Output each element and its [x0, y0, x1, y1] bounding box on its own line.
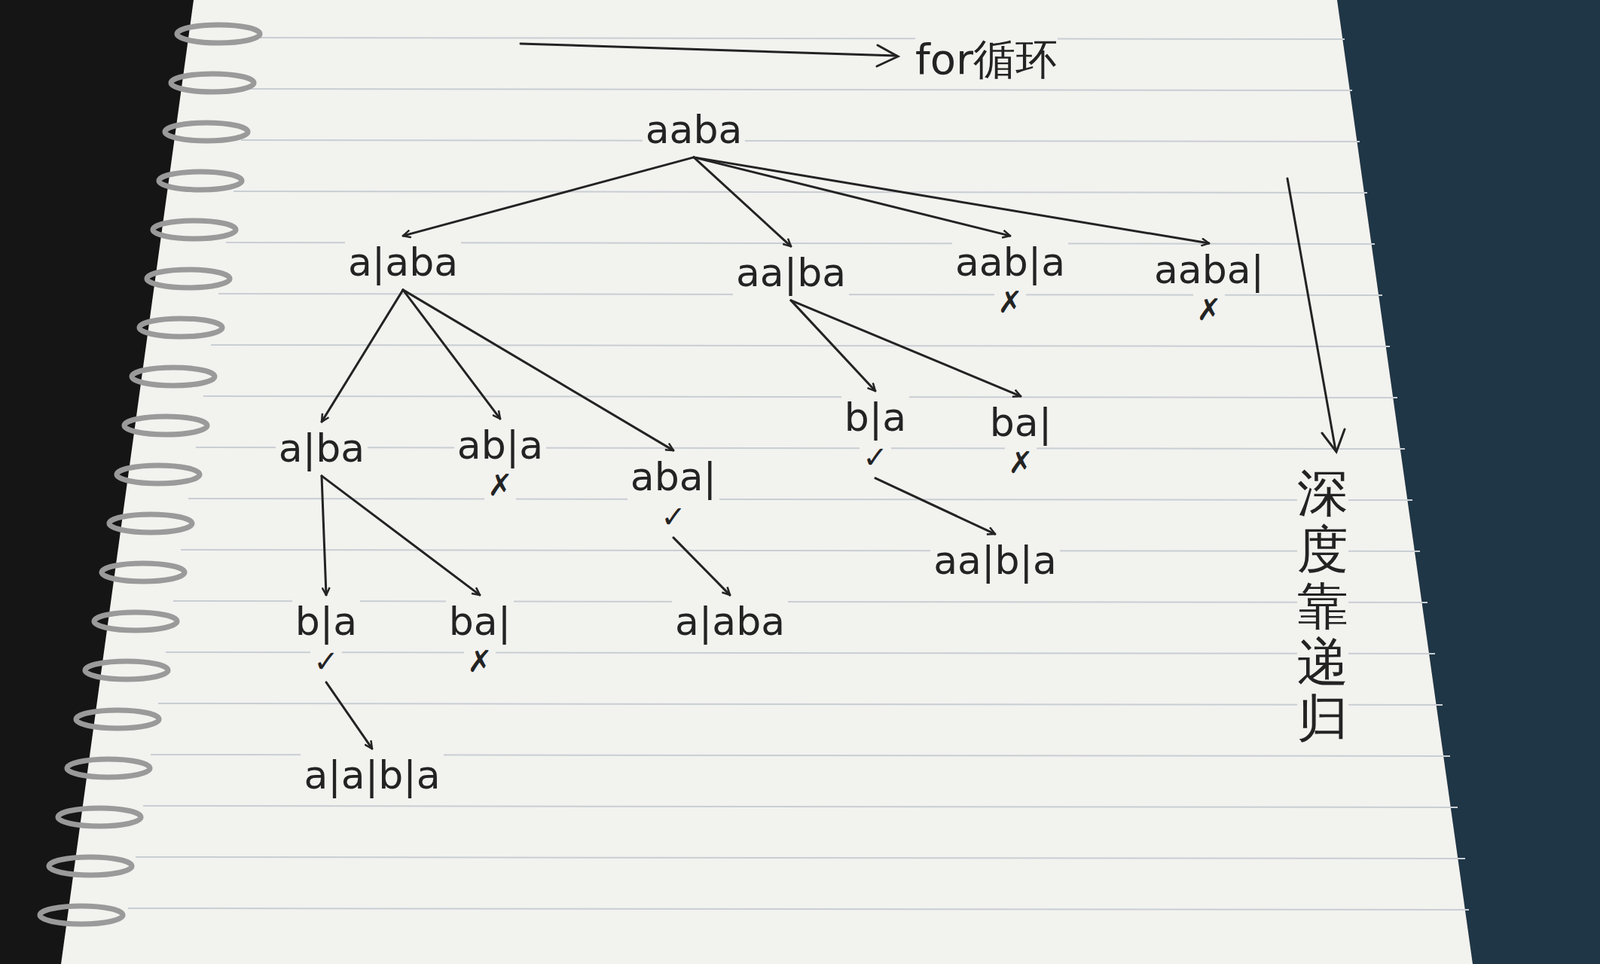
loop-note: for循环	[915, 31, 1058, 89]
result-mark: ✗	[1004, 445, 1037, 480]
tree-node: b|a✓	[835, 392, 916, 477]
result-mark: ✗	[464, 644, 496, 678]
partition-text: a|aba	[345, 240, 462, 286]
paper-sheet	[61, 0, 1473, 964]
tree-arrow	[790, 300, 1021, 397]
tree-arrow	[403, 157, 694, 236]
partition-text: aaba|	[1151, 247, 1268, 294]
tree-node: aa|b|a	[924, 535, 1066, 587]
spiral-binding	[39, 24, 260, 925]
partition-text: aa|ba	[732, 250, 849, 297]
tree-node: a|ba	[269, 423, 374, 475]
partition-text: a|a|b|a	[300, 753, 443, 799]
partition-text: ba|	[986, 400, 1055, 446]
partition-text: a|ba	[275, 426, 368, 472]
recursion-note: 深度靠递归	[1297, 465, 1349, 748]
partition-text: aab|a	[952, 240, 1069, 286]
tree-arrow	[875, 478, 996, 535]
tree-arrow	[693, 157, 1210, 244]
partition-text: b|a	[841, 395, 910, 441]
result-mark: ✗	[994, 285, 1026, 319]
partition-text: aa|b|a	[930, 538, 1060, 584]
tree-arrow	[693, 157, 1011, 236]
tree-node: b|a✓	[286, 596, 367, 681]
partition-text: a|aba	[671, 599, 788, 645]
tree-node: aaba|✗	[1145, 244, 1274, 330]
tree-node: aab|a✗	[946, 237, 1075, 322]
tree-node: aaba	[636, 104, 752, 156]
direction-arrows	[520, 43, 1345, 452]
tree-arrow	[321, 476, 480, 596]
result-mark: ✗	[484, 468, 517, 502]
tree-arrow	[321, 290, 404, 422]
result-mark: ✓	[859, 440, 892, 474]
tree-node: ba|✗	[439, 596, 520, 681]
partition-text: aba|	[627, 454, 720, 501]
tree-node: a|aba	[665, 596, 794, 648]
tree-node: a|a|b|a	[294, 750, 449, 802]
result-mark: ✓	[657, 500, 690, 534]
partition-text: ab|a	[454, 423, 547, 469]
partition-text: ba|	[445, 599, 514, 645]
result-mark: ✓	[310, 644, 342, 678]
partition-text: b|a	[292, 599, 361, 645]
result-mark: ✗	[1193, 293, 1225, 327]
ruled-lines	[128, 37, 1469, 910]
tree-arrow	[403, 290, 501, 419]
tree-node: aa|ba	[726, 247, 855, 300]
tree-node: ab|a✗	[448, 420, 553, 505]
tree-arrow	[673, 537, 730, 596]
tree-node: aba|✓	[621, 451, 726, 537]
tree-node: a|aba	[338, 237, 468, 289]
tree-arrow	[790, 300, 876, 391]
tree-arrow	[326, 682, 373, 749]
partition-text: aaba	[642, 107, 746, 153]
tree-arrow	[321, 476, 327, 596]
tree-node: ba|✗	[980, 397, 1061, 483]
